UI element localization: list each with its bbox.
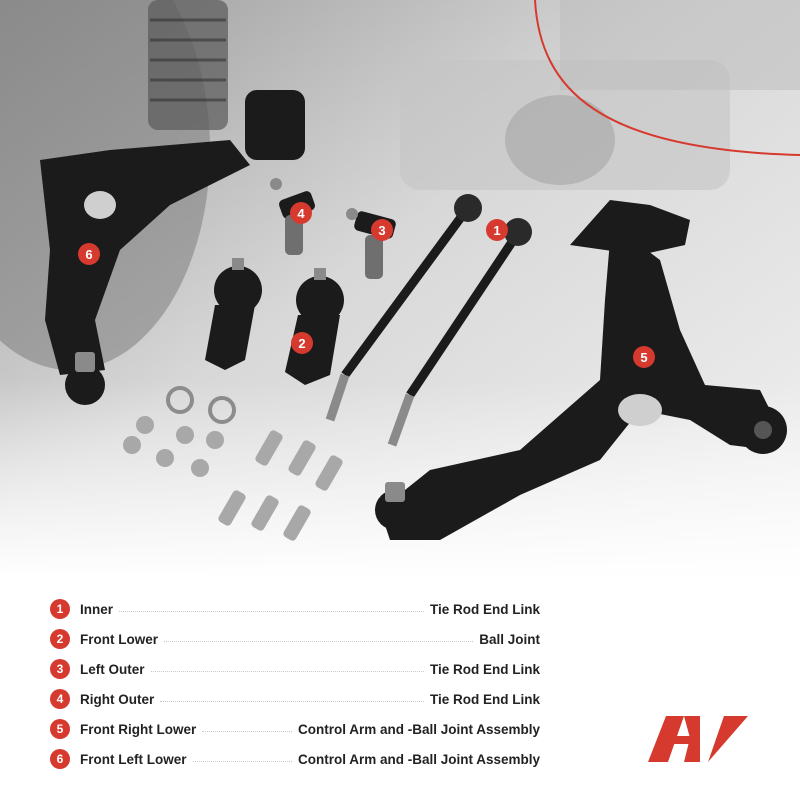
legend-row: 6 Front Left Lower Control Arm and -Ball… (50, 744, 540, 774)
legend-number: 4 (50, 689, 70, 709)
legend-row: 3 Left Outer Tie Rod End Link (50, 654, 540, 684)
legend-row: 5 Front Right Lower Control Arm and -Bal… (50, 714, 540, 744)
legend-number: 5 (50, 719, 70, 739)
legend-part-position: Front Right Lower (80, 721, 197, 737)
product-photo (0, 0, 800, 580)
leader-dots (192, 760, 292, 762)
legend-part-position: Inner (80, 601, 114, 617)
leader-dots (150, 670, 424, 672)
legend-part-position: Right Outer (80, 691, 155, 707)
marker-2: 2 (291, 332, 313, 354)
legend-number: 6 (50, 749, 70, 769)
legend-row: 1 Inner Tie Rod End Link (50, 594, 540, 624)
a-premium-logo-icon (648, 706, 776, 764)
legend-part-position: Front Lower (80, 631, 158, 647)
leader-dots (160, 700, 424, 702)
suspension-parts-image (0, 0, 800, 580)
legend-part-type: Tie Rod End Link (429, 661, 540, 677)
legend-part-position: Left Outer (80, 661, 145, 677)
legend-part-type: Control Arm and -Ball Joint Assembly (297, 721, 540, 737)
marker-6: 6 (78, 243, 100, 265)
marker-3: 3 (371, 219, 393, 241)
leader-dots (164, 640, 474, 642)
legend-part-type: Control Arm and -Ball Joint Assembly (297, 751, 540, 767)
legend-row: 4 Right Outer Tie Rod End Link (50, 684, 540, 714)
legend-part-type: Ball Joint (479, 631, 540, 647)
legend-number: 1 (50, 599, 70, 619)
legend-number: 3 (50, 659, 70, 679)
legend-part-type: Tie Rod End Link (429, 601, 540, 617)
parts-legend: 1 Inner Tie Rod End Link 2 Front Lower B… (50, 594, 540, 774)
legend-row: 2 Front Lower Ball Joint (50, 624, 540, 654)
leader-dots (202, 730, 292, 732)
legend-part-type: Tie Rod End Link (429, 691, 540, 707)
legend-part-position: Front Left Lower (80, 751, 187, 767)
legend-number: 2 (50, 629, 70, 649)
marker-1: 1 (486, 219, 508, 241)
marker-5: 5 (633, 346, 655, 368)
marker-4: 4 (290, 202, 312, 224)
leader-dots (119, 610, 424, 612)
